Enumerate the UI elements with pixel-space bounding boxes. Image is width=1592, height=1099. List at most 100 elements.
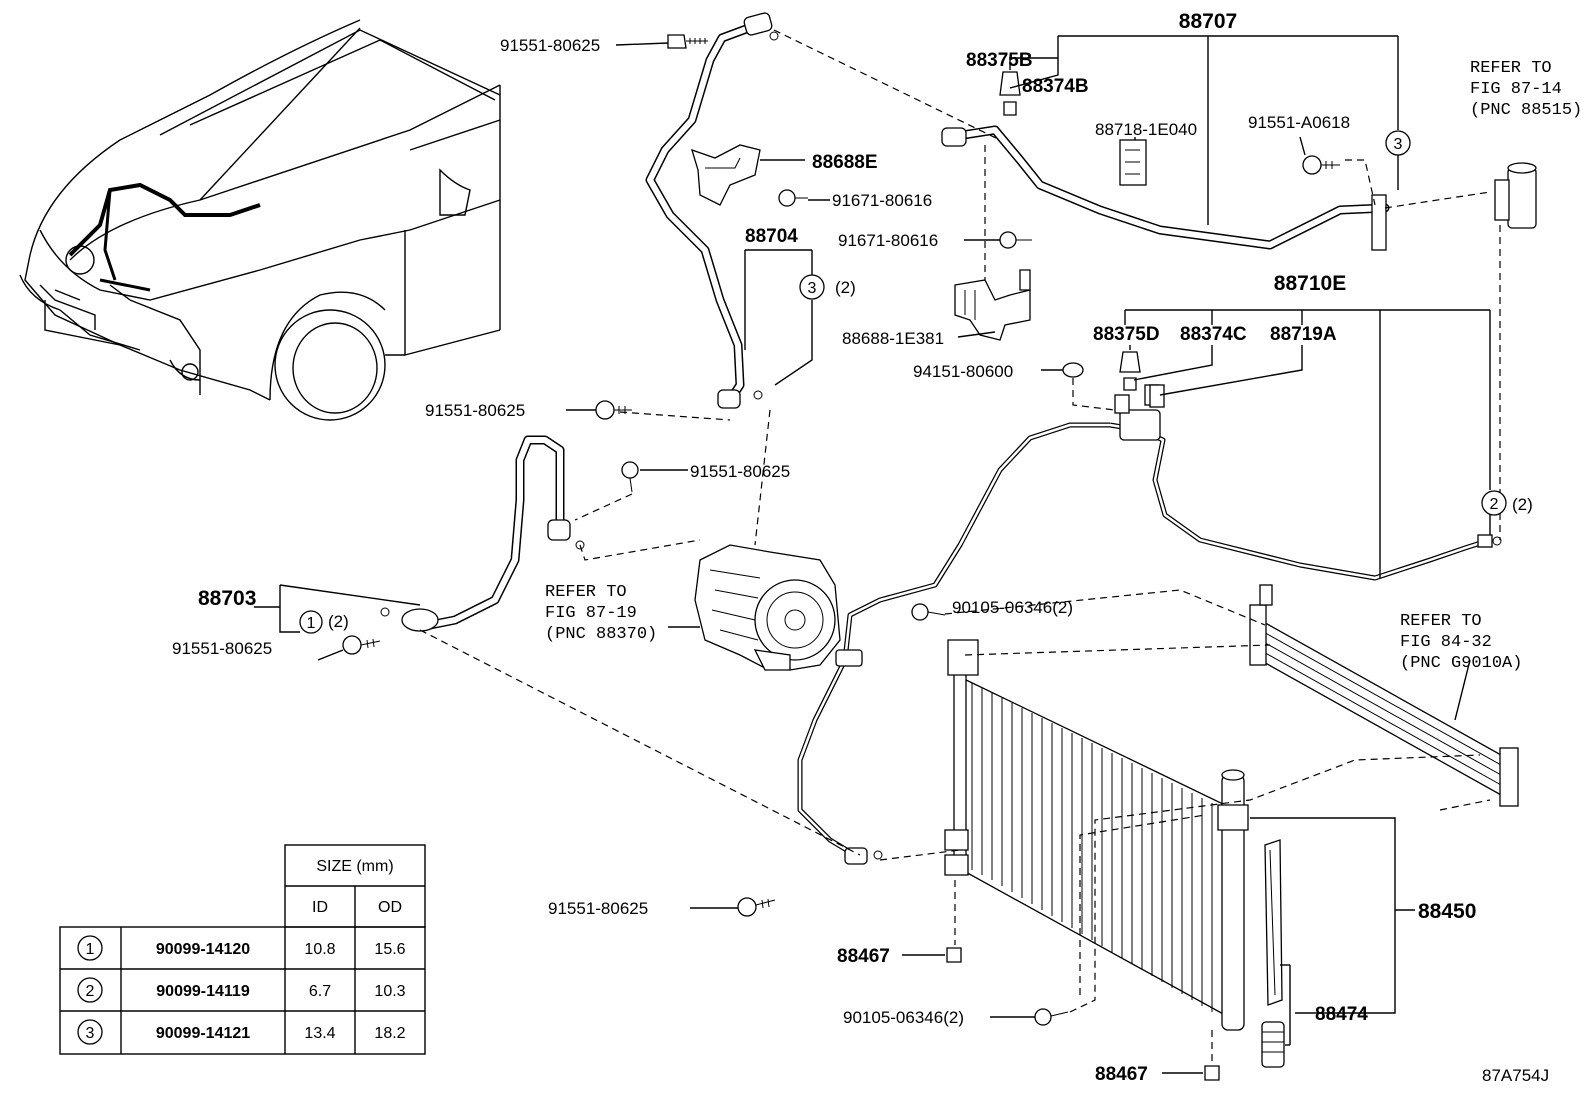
label-90105-06346-bottom: 90105-06346(2)	[843, 1008, 964, 1027]
cap-88375B	[999, 71, 1021, 96]
bracket-88688-1E381	[954, 269, 1031, 341]
size-table-row: 1 90099-14120 10.8 15.6	[77, 935, 406, 961]
svg-text:3: 3	[1394, 136, 1403, 153]
dashed-leaders	[419, 29, 1501, 1065]
row-part: 90099-14121	[156, 1025, 250, 1042]
desiccant-88474	[1261, 839, 1285, 1068]
label-91551-A0618: 91551-A0618	[1248, 113, 1350, 132]
label-88710E: 88710E	[1274, 272, 1346, 295]
row-id: 6.7	[309, 983, 331, 1000]
bolt-91551-left	[342, 635, 381, 655]
size-table-header: SIZE (mm)	[316, 858, 393, 875]
valve-88374B	[1003, 101, 1017, 116]
bolt-91551-mid	[595, 400, 632, 420]
qty-88703: (2)	[328, 612, 349, 631]
label-88467-b: 88467	[1095, 1064, 1148, 1085]
sensor-88719A	[1149, 384, 1165, 408]
callout-lines	[254, 35, 1491, 1074]
bolt-91551-top	[667, 34, 708, 49]
bolt-90105-bottom	[1034, 1008, 1069, 1026]
label-88688E: 88688E	[812, 152, 878, 173]
label-88374B: 88374B	[1022, 76, 1089, 97]
marker-3-88704: 3	[799, 274, 825, 300]
size-table-row: 2 90099-14119 6.7 10.3	[77, 977, 406, 1003]
qty-88704: (2)	[835, 278, 856, 297]
label-88719A: 88719A	[1270, 324, 1337, 345]
ref-84-32-line2: FIG 84-32	[1400, 633, 1492, 652]
ref-87-14-line1: REFER TO	[1470, 59, 1552, 78]
svg-text:3: 3	[808, 280, 817, 297]
marker-1-88703: 1	[299, 610, 323, 634]
bolt-90105-top	[911, 603, 946, 621]
svg-text:2: 2	[1490, 496, 1499, 513]
label-91551-80625-top: 91551-80625	[500, 36, 600, 55]
bracket-88688E	[691, 144, 761, 206]
ref-87-19-line3: (PNC 88370)	[545, 625, 657, 644]
label-88375B: 88375B	[966, 50, 1033, 71]
ref-87-19-line1: REFER TO	[545, 583, 627, 602]
bolt-91551-a0618	[1302, 155, 1340, 175]
condenser-88450	[944, 639, 1249, 1031]
car-illustration	[19, 19, 501, 421]
small-parts	[342, 34, 1340, 1081]
row-mark: 1	[86, 941, 95, 958]
cap-88375D	[1119, 351, 1141, 373]
label-91671-80616-b: 91671-80616	[838, 231, 938, 250]
label-91551-80625-left: 91551-80625	[172, 639, 272, 658]
size-table: SIZE (mm) ID OD 1 90099-14120 10.8 15.6 …	[59, 844, 426, 1055]
bolt-91671-a	[778, 189, 808, 207]
circle-markers: 3 3 1 2	[299, 130, 1507, 634]
row-part: 90099-14119	[156, 983, 250, 1000]
part-labels: 88707 88375B 88374B 88718-1E040 91551-A0…	[172, 10, 1549, 1085]
label-88375D: 88375D	[1093, 324, 1160, 345]
label-88467-a: 88467	[837, 946, 890, 967]
diagram-id: 87A754J	[1482, 1066, 1549, 1085]
label-88450: 88450	[1418, 900, 1476, 923]
row-id: 10.8	[304, 941, 335, 958]
ref-87-14-line3: (PNC 88515)	[1470, 101, 1582, 120]
ref-87-14-line2: FIG 87-14	[1470, 80, 1562, 99]
row-od: 18.2	[374, 1025, 405, 1042]
label-88688-1E381: 88688-1E381	[842, 329, 944, 348]
row-od: 15.6	[374, 941, 405, 958]
cushion-88467-a	[946, 947, 962, 963]
label-88703: 88703	[198, 587, 256, 610]
pipe-88707	[941, 125, 1390, 251]
bolt-91551-mid2	[621, 461, 639, 493]
label-94151-80600: 94151-80600	[913, 362, 1013, 381]
size-table-col-od: OD	[378, 899, 402, 916]
row-mark: 3	[86, 1025, 95, 1042]
ref-87-19-line2: FIG 87-19	[545, 604, 637, 623]
bolt-91551-bottom	[737, 897, 776, 917]
label-91671-80616-a: 91671-80616	[832, 191, 932, 210]
label-91551-80625-bottom: 91551-80625	[548, 899, 648, 918]
label-88718-1E040: 88718-1E040	[1095, 120, 1197, 139]
label-88707: 88707	[1179, 10, 1237, 33]
hose-88703	[380, 435, 585, 632]
ref-84-32-line1: REFER TO	[1400, 612, 1482, 631]
row-part: 90099-14120	[156, 941, 250, 958]
compressor	[694, 544, 841, 671]
pipe-88710E	[797, 384, 1502, 865]
label-90105-06346-top: 90105-06346(2)	[952, 598, 1073, 617]
row-od: 10.3	[374, 983, 405, 1000]
size-table-row: 3 90099-14121 13.4 18.2	[77, 1019, 406, 1045]
marker-2-88710E: 2	[1481, 490, 1507, 516]
valve-88374C	[1123, 377, 1137, 391]
nut-94151	[1062, 362, 1084, 378]
cushion-88467-b	[1204, 1065, 1220, 1081]
size-table-col-id: ID	[312, 899, 328, 916]
marker-3-88707: 3	[1385, 130, 1411, 156]
label-88704: 88704	[745, 226, 798, 247]
label-88374C: 88374C	[1180, 324, 1247, 345]
ref-84-32-line3: (PNC G9010A)	[1400, 654, 1522, 673]
qty-88710E: (2)	[1512, 495, 1533, 514]
label-88474: 88474	[1315, 1004, 1368, 1025]
receiver-88515	[1494, 162, 1537, 229]
refer-notes: REFER TO FIG 87-14 (PNC 88515) REFER TO …	[545, 59, 1582, 673]
row-id: 13.4	[304, 1025, 335, 1042]
bolt-91671-b	[999, 231, 1032, 249]
label-91551-80625-mid2: 91551-80625	[690, 462, 790, 481]
label-91551-80625-mid: 91551-80625	[425, 401, 525, 420]
